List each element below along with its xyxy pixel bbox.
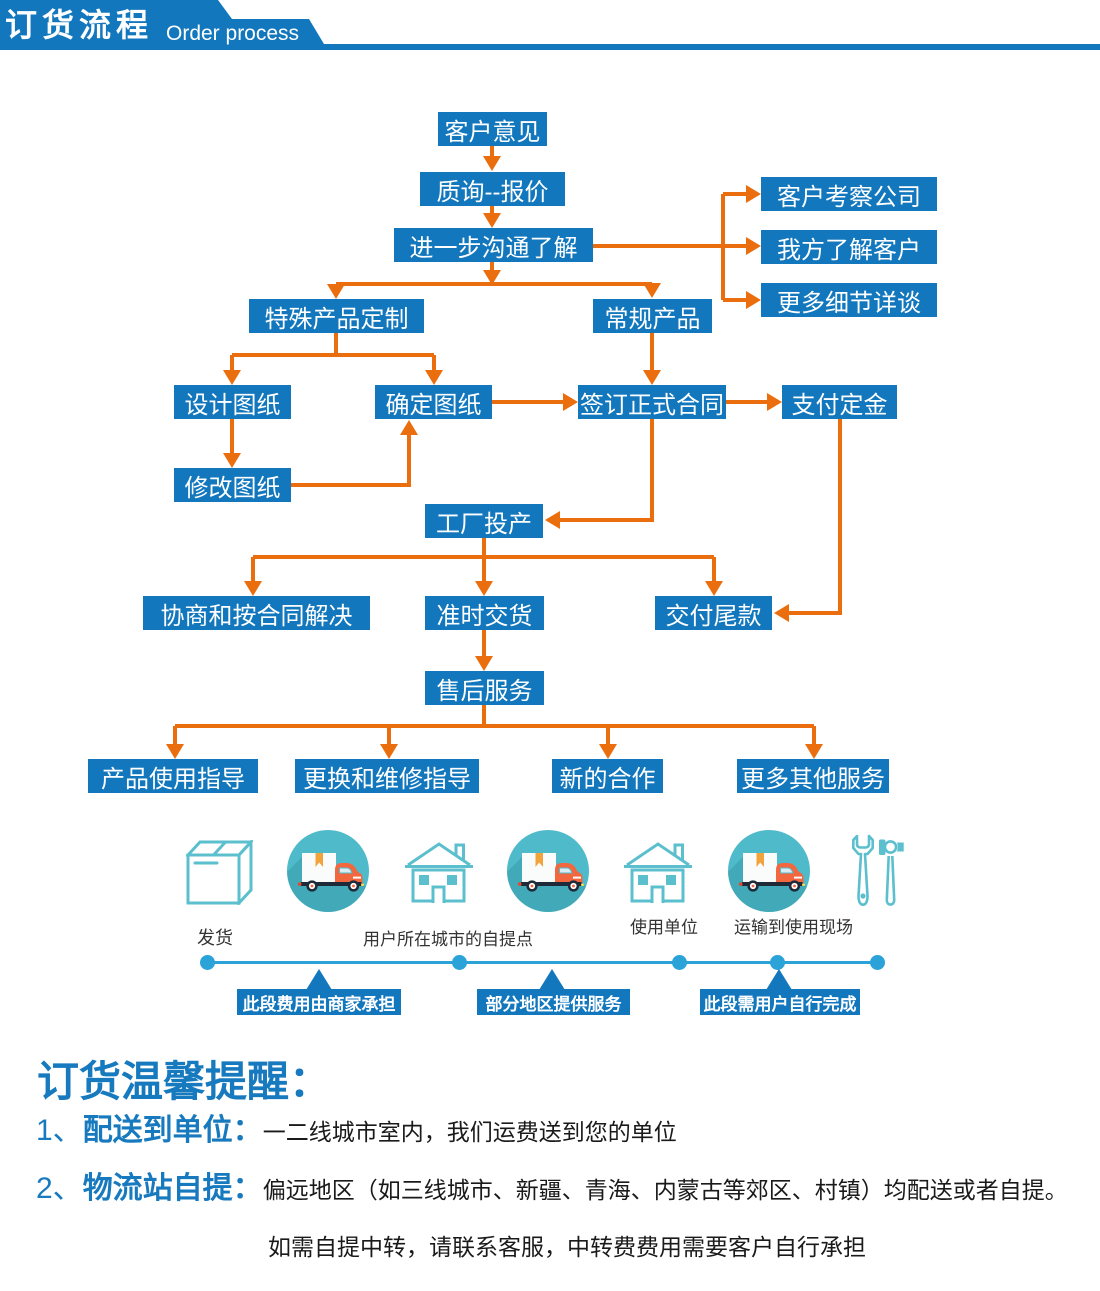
timeline-dot [769, 955, 785, 970]
unit-house-icon [624, 842, 692, 903]
node-factory-production: 工厂投产 [425, 504, 543, 538]
callout-pointer [539, 969, 565, 990]
node-further-communication: 进一步沟通了解 [394, 228, 593, 262]
node-we-understand-client: 我方了解客户 [761, 230, 937, 264]
page-title: 订货流程 [5, 7, 154, 43]
delivery-truck-graphic [507, 830, 589, 912]
delivery-truck-graphic [728, 830, 810, 912]
callout-pointer [306, 969, 332, 990]
timeline-line [205, 961, 877, 964]
segment-label: 此段需用户自行完成 [703, 994, 857, 1014]
label-ship: 发货 [197, 928, 233, 948]
node-confirm-drawings: 确定图纸 [375, 385, 492, 419]
node-on-time-delivery: 准时交货 [425, 596, 544, 630]
reminder-text: 如需自提中转，请联系客服，中转费费用需要客户自行承担 [268, 1234, 866, 1260]
node-pay-deposit: 支付定金 [782, 385, 897, 419]
tools-icon [852, 834, 904, 906]
segment-label: 部分地区提供服务 [485, 994, 622, 1014]
timeline-dot [451, 955, 467, 970]
node-customer-feedback: 客户意见 [438, 112, 547, 146]
reminder-number: 2、 [36, 1172, 83, 1205]
node-regular-product: 常规产品 [593, 299, 712, 333]
delivery-truck-icon [507, 830, 589, 912]
reminder-item-2: 2、物流站自提：偏远地区（如三线城市、新疆、青海、内蒙古等郊区、村镇）均配送或者… [36, 1172, 1068, 1211]
callout-pointer [766, 969, 792, 990]
page-subtitle: Order process [166, 22, 300, 45]
timeline-dot [869, 955, 885, 970]
delivery-truck-icon [287, 830, 369, 912]
segment-merchant-pays: 此段费用由商家承担 [237, 969, 401, 1015]
node-replacement-repair-guidance: 更换和维修指导 [295, 759, 479, 793]
segment-user-completes: 此段需用户自行完成 [700, 969, 860, 1015]
node-more-other-services: 更多其他服务 [737, 759, 889, 793]
header-banner [0, 0, 1100, 50]
node-sign-formal-contract: 签订正式合同 [578, 385, 726, 419]
reminder-text: 一二线城市室内，我们运费送到您的单位 [262, 1119, 677, 1145]
timeline-dot [671, 955, 687, 970]
delivery-truck-graphic [287, 830, 369, 912]
edge-deposit-to-balance [774, 419, 842, 622]
timeline-dot [199, 955, 215, 970]
segment-partial-service: 部分地区提供服务 [477, 969, 630, 1015]
node-after-sales-service: 售后服务 [425, 671, 544, 705]
package-icon [186, 840, 253, 905]
reminder-text: 偏远地区（如三线城市、新疆、青海、内蒙古等郊区、村镇）均配送或者自提。 [262, 1177, 1068, 1203]
reminder-item-1: 1、配送到单位：一二线城市室内，我们运费送到您的单位 [36, 1114, 677, 1153]
label-transport-to-site: 运输到使用现场 [734, 918, 853, 937]
reminder-label: 配送到单位： [82, 1114, 263, 1147]
node-new-cooperation: 新的合作 [552, 759, 663, 793]
label-using-unit: 使用单位 [630, 918, 698, 937]
delivery-truck-icon [728, 830, 810, 912]
node-product-usage-guidance: 产品使用指导 [88, 759, 258, 793]
pickup-house-icon [405, 842, 473, 903]
node-inquiry-quotation: 质询--报价 [420, 172, 565, 206]
node-modify-drawings: 修改图纸 [174, 468, 291, 502]
node-design-drawings: 设计图纸 [174, 385, 291, 419]
node-more-details-discussion: 更多细节详谈 [761, 283, 937, 317]
reminder-label: 物流站自提： [82, 1172, 263, 1205]
edge-sign-to-factory [545, 419, 654, 529]
label-pickup-point: 用户所在城市的自提点 [363, 930, 533, 949]
header-banner-shape [0, 0, 1100, 50]
reminder-title: 订货温馨提醒： [37, 1058, 332, 1105]
node-pay-balance: 交付尾款 [655, 596, 772, 630]
reminder-item-3: 如需自提中转，请联系客服，中转费费用需要客户自行承担 [268, 1230, 866, 1268]
edge-modify-to-confirm [291, 420, 418, 487]
node-special-product-custom: 特殊产品定制 [249, 299, 424, 333]
node-client-visits-company: 客户考察公司 [761, 177, 937, 211]
segment-label: 此段费用由商家承担 [242, 994, 396, 1014]
reminder-number: 1、 [36, 1114, 83, 1147]
node-negotiate-per-contract: 协商和按合同解决 [143, 596, 370, 630]
